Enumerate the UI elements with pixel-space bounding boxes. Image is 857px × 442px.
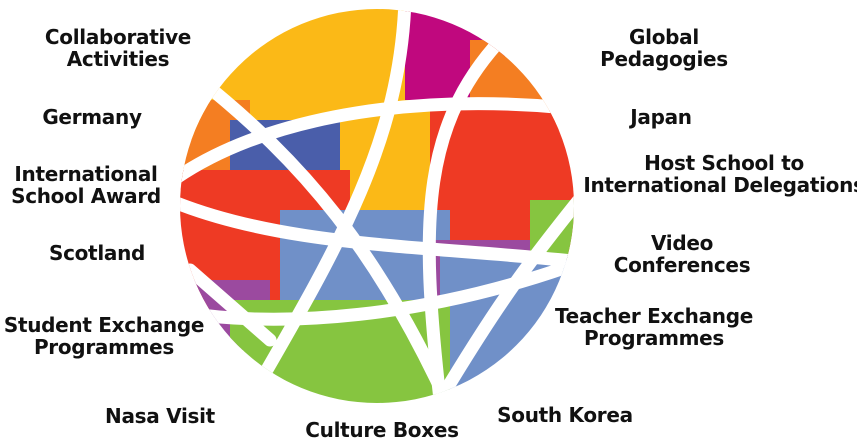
label-host-school-line2: International Delegations: [583, 173, 857, 197]
label-culture-boxes: Culture Boxes: [305, 418, 459, 442]
label-isa-line2: School Award: [11, 184, 161, 208]
label-teacher-exchange-line2: Programmes: [583, 326, 725, 350]
label-global-line1: Global: [629, 25, 699, 49]
label-germany: Germany: [42, 105, 142, 129]
label-international-school-award: International School Award: [11, 163, 161, 207]
label-host-school-line1: Host School to: [644, 151, 804, 175]
label-teacher-exchange: Teacher Exchange Programmes: [555, 305, 753, 349]
globe-dividers: [180, 9, 574, 403]
label-south-korea: South Korea: [497, 403, 633, 427]
label-nasa-visit: Nasa Visit: [105, 404, 215, 428]
label-video-line1: Video: [650, 231, 714, 255]
label-global-pedagogies: Global Pedagogies: [600, 26, 728, 70]
label-isa-line1: International: [14, 162, 158, 186]
label-collaborative-line2: Activities: [66, 47, 170, 71]
label-student-exchange-line2: Programmes: [33, 335, 175, 359]
label-japan: Japan: [630, 105, 692, 129]
label-scotland: Scotland: [48, 241, 146, 265]
label-global-line2: Pedagogies: [600, 47, 728, 71]
label-video-conferences: Video Conferences: [614, 232, 751, 276]
label-host-school: Host School to International Delegations: [583, 152, 857, 196]
label-video-line2: Conferences: [613, 253, 751, 277]
label-teacher-exchange-line1: Teacher Exchange: [554, 304, 754, 328]
label-student-exchange-line1: Student Exchange: [3, 313, 205, 337]
label-collaborative-activities: Collaborative Activities: [45, 26, 191, 70]
label-collaborative-line1: Collaborative: [44, 25, 192, 49]
label-student-exchange: Student Exchange Programmes: [3, 313, 205, 359]
